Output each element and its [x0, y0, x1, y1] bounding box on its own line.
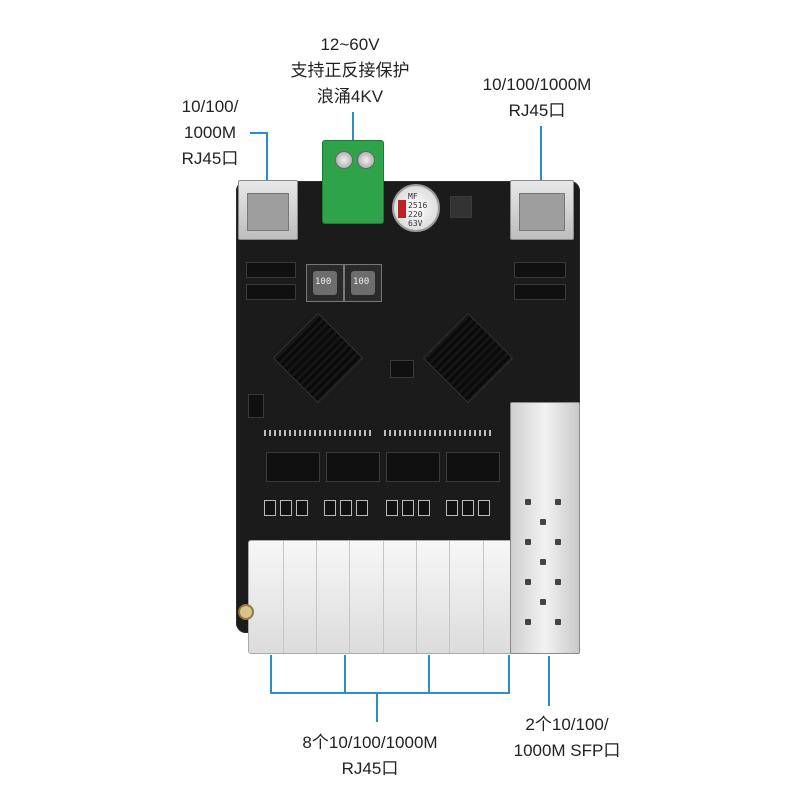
rj45-bank-divider-2 [316, 541, 317, 653]
center-small-ic [390, 360, 414, 378]
sfp-vent-2 [555, 499, 561, 505]
inductor-right: 100 [344, 264, 382, 302]
inductor-right-mark: 100 [353, 277, 370, 287]
inductor-left-core [313, 271, 337, 295]
sfp-vent-3 [540, 519, 546, 525]
capacitor-polarity-band [398, 200, 406, 218]
magnetics-ic-right-2 [514, 284, 566, 300]
led-12 [478, 500, 490, 516]
bottom-callout-v3 [428, 655, 430, 693]
sfp-port-text: 1000M SFP口 [513, 741, 621, 760]
sfp-vent-11 [555, 619, 561, 625]
sfp-label: 2个10/100/ 1000M SFP口 [492, 712, 642, 764]
led-7 [386, 500, 398, 516]
sfp-vent-10 [525, 619, 531, 625]
magnetics-ic-bottom-2 [326, 452, 380, 482]
left-callout-vertical [266, 132, 268, 180]
bottom-callout-v4 [508, 655, 510, 693]
capacitor-marking: MF 2516 220 63V [408, 192, 427, 228]
led-3 [296, 500, 308, 516]
left-callout-horizontal [250, 132, 268, 134]
terminal-screw-right [357, 151, 375, 169]
power-label: 12~60V 支持正反接保护 浪涌4KV [280, 32, 420, 110]
sfp-callout-line [548, 656, 550, 706]
sfp-vent-7 [525, 579, 531, 585]
led-6 [356, 500, 368, 516]
led-11 [462, 500, 474, 516]
sfp-vent-9 [540, 599, 546, 605]
left-small-ic [248, 394, 264, 418]
rj45-bank-divider-6 [449, 541, 450, 653]
mounting-hole [238, 604, 254, 620]
magnetics-ic-left-1 [246, 262, 296, 278]
rj45-bank-divider-3 [349, 541, 350, 653]
left-rj45-speed2-text: 1000M [184, 123, 236, 142]
power-surge-text: 浪涌4KV [316, 87, 384, 106]
led-8 [402, 500, 414, 516]
bottom-rj45-port-text: RJ45口 [341, 759, 399, 778]
magnetics-ic-bottom-3 [386, 452, 440, 482]
led-1 [264, 500, 276, 516]
left-rj45-label: 10/100/ 1000M RJ45口 [160, 94, 260, 172]
capacitor-mark-brand: MF [408, 192, 418, 201]
right-rj45-port [510, 180, 574, 240]
small-inductor [450, 196, 472, 218]
sfp-vent-4 [525, 539, 531, 545]
left-rj45-port [238, 180, 298, 240]
capacitor-mark-voltage: 63V [408, 219, 423, 228]
magnetics-ic-right-1 [514, 262, 566, 278]
bottom-rj45-speed-text: 8个10/100/1000M [302, 733, 438, 752]
bottom-callout-horizontal [270, 692, 510, 694]
led-4 [324, 500, 336, 516]
bottom-rj45-label: 8个10/100/1000M RJ45口 [280, 730, 460, 782]
led-5 [340, 500, 352, 516]
right-rj45-speed-text: 10/100/1000M [482, 75, 592, 94]
led-10 [446, 500, 458, 516]
rj45-bank-divider-5 [416, 541, 417, 653]
right-rj45-port-opening [519, 193, 565, 231]
power-terminal-block [322, 140, 384, 224]
right-rj45-port-text: RJ45口 [508, 101, 566, 120]
inductor-left: 100 [306, 264, 344, 302]
sfp-vent-5 [555, 539, 561, 545]
bottom-callout-stem [376, 692, 378, 722]
bottom-callout-v1 [270, 655, 272, 693]
electrolytic-capacitor: MF 2516 220 63V [392, 184, 440, 232]
magnetics-ic-left-2 [246, 284, 296, 300]
capacitor-mark-value: 220 [408, 210, 423, 219]
rj45-bank-divider-1 [283, 541, 284, 653]
power-callout-line [352, 112, 354, 142]
right-rj45-label: 10/100/1000M RJ45口 [462, 72, 612, 124]
magnetics-ic-bottom-4 [446, 452, 500, 482]
bottom-callout-v2 [344, 655, 346, 693]
left-rj45-speed-text: 10/100/ [181, 97, 239, 116]
resistor-row-1 [264, 430, 374, 436]
magnetics-ic-bottom-1 [266, 452, 320, 482]
sfp-count-text: 2个10/100/ [525, 715, 609, 734]
inductor-right-core [351, 271, 375, 295]
sfp-vent-6 [540, 559, 546, 565]
left-rj45-port-opening [247, 193, 289, 231]
left-rj45-port-text: RJ45口 [181, 149, 239, 168]
capacitor-mark-size: 2516 [408, 201, 428, 210]
rj45-bank-divider-4 [383, 541, 384, 653]
resistor-row-2 [384, 430, 494, 436]
led-9 [418, 500, 430, 516]
terminal-screw-left [335, 151, 353, 169]
power-protection-text: 支持正反接保护 [290, 61, 410, 80]
rj45-bank-divider-7 [483, 541, 484, 653]
sfp-vent-8 [555, 579, 561, 585]
sfp-cage [510, 402, 580, 654]
sfp-vent-1 [525, 499, 531, 505]
inductor-left-mark: 100 [315, 277, 332, 287]
rj45-port-bank [248, 540, 518, 654]
power-voltage-text: 12~60V [320, 35, 380, 54]
right-callout-line [540, 126, 542, 180]
led-2 [280, 500, 292, 516]
